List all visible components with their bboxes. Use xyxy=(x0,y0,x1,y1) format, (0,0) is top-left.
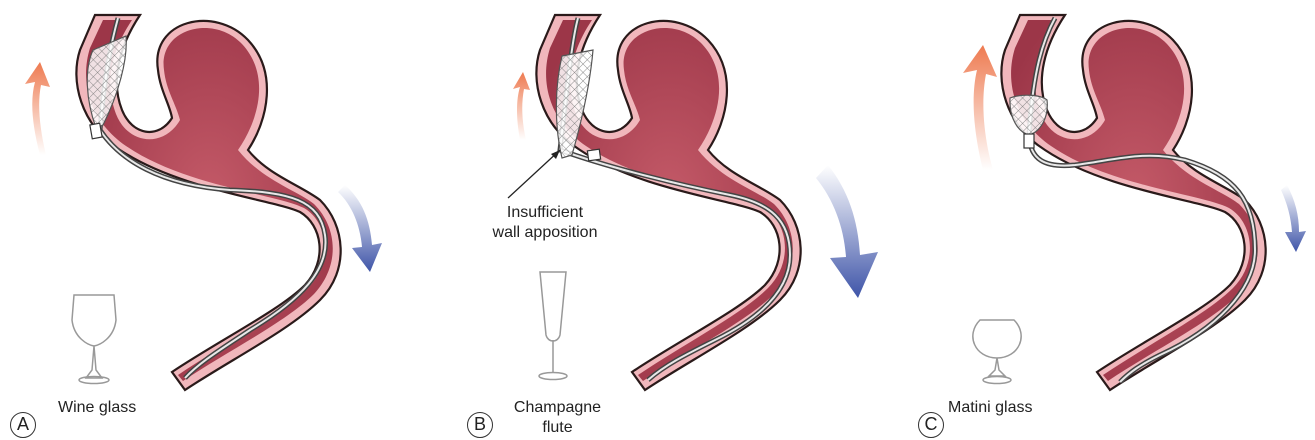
glass-label-line1-b: Champagne xyxy=(495,398,620,418)
glass-label-a: Wine glass xyxy=(58,398,136,418)
panel-c xyxy=(963,15,1306,390)
wine-glass-icon xyxy=(72,295,116,384)
arrow-up-b xyxy=(513,72,530,140)
panel-letter-b: B xyxy=(467,412,493,438)
annotation-line2-b: wall apposition xyxy=(470,223,620,243)
panel-letter-c: C xyxy=(918,412,944,438)
arrow-down-c xyxy=(1281,185,1306,252)
martini-glass-icon xyxy=(973,320,1021,384)
glass-label-c: Matini glass xyxy=(948,398,1032,418)
glass-label-line2-b: flute xyxy=(495,418,620,438)
arrow-up-c xyxy=(963,45,997,170)
arrow-down-a xyxy=(338,185,382,272)
annotation-line1-b: Insufficient xyxy=(470,203,620,223)
arrow-up-a xyxy=(25,62,50,155)
glass-label-b: Champagne flute xyxy=(495,398,620,438)
panel-letter-a: A xyxy=(10,412,36,438)
annotation-pointer-b xyxy=(508,150,560,198)
annotation-b: Insufficient wall apposition xyxy=(470,203,620,243)
champagne-flute-icon xyxy=(539,272,567,380)
arrow-down-b xyxy=(816,165,878,298)
panel-a xyxy=(25,15,382,390)
